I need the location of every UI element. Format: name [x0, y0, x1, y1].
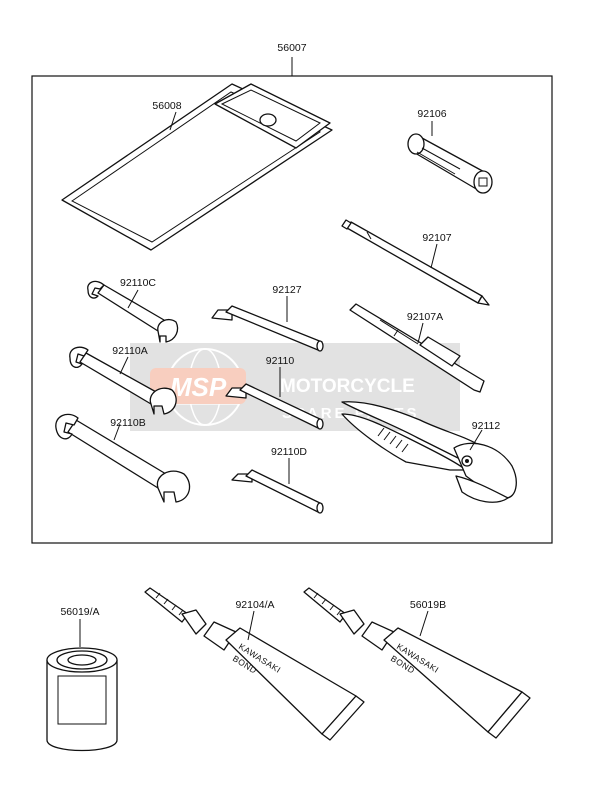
label-56019B: 56019B: [410, 599, 446, 611]
pliers: [341, 401, 517, 503]
wrench-92110B: [55, 413, 191, 503]
wrench-92110A: [69, 346, 177, 415]
tool-pouch: [61, 83, 333, 251]
screwdriver-shaft: [341, 219, 490, 306]
label-92110B: 92110B: [110, 417, 145, 429]
pliers-grip-hatch: [377, 427, 409, 453]
screwdriver-grip: [349, 303, 485, 393]
label-92104A: 92104/A: [235, 599, 274, 611]
label-56019A: 56019/A: [60, 606, 99, 618]
watermark-logo: MSP: [170, 372, 227, 402]
label-92107A: 92107A: [407, 311, 443, 323]
label-92107: 92107: [422, 232, 451, 244]
plug-wrench: [407, 133, 493, 194]
label-92106: 92106: [417, 108, 446, 120]
label-92110A: 92110A: [112, 345, 147, 357]
label-56007: 56007: [277, 42, 306, 54]
hex-key-92127: [211, 305, 324, 352]
label-92110C: 92110C: [120, 277, 156, 289]
watermark-line1: MOTORCYCLE: [280, 376, 415, 397]
label-92112: 92112: [472, 420, 501, 432]
label-92127: 92127: [272, 284, 301, 296]
hex-key-92110D: [231, 469, 324, 514]
label-92110D: 92110D: [271, 446, 307, 458]
oil-can: [46, 647, 118, 752]
label-56008: 56008: [152, 100, 181, 112]
watermark: MSP MOTORCYCLE SPARE PARTS: [130, 343, 460, 431]
label-92110: 92110: [266, 355, 295, 367]
wrench-92110C: [87, 280, 179, 343]
oil-can-label-area: [57, 675, 107, 725]
hex-key-92110: [225, 383, 324, 430]
bond-tube-right: KAWASAKI BOND: [303, 587, 531, 739]
